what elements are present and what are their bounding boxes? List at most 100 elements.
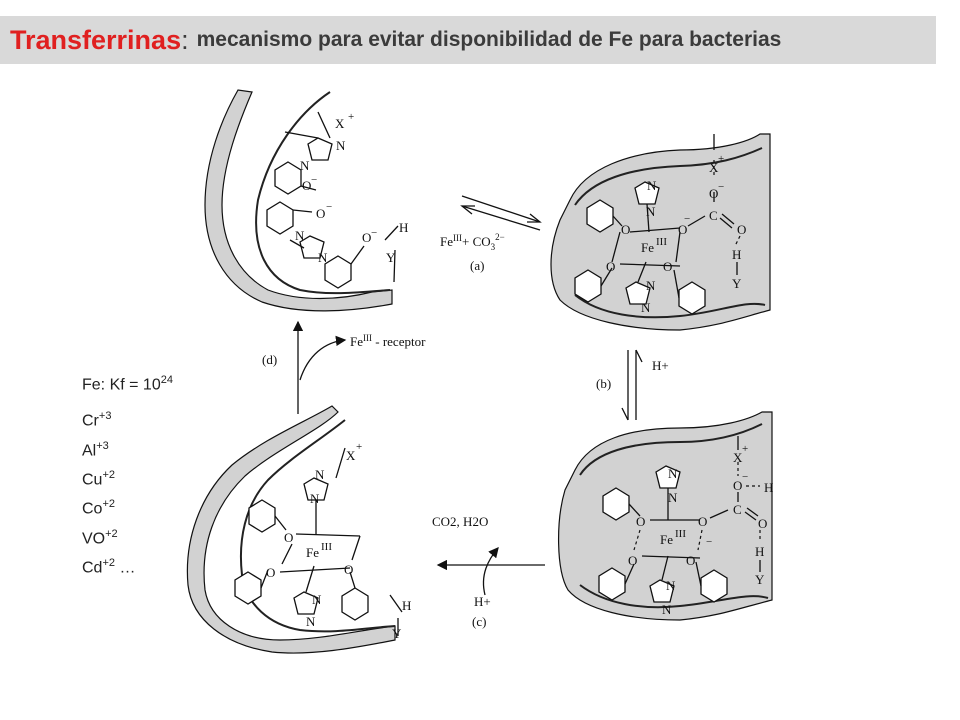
atom-o: O	[621, 222, 630, 237]
reagent-proton: H+	[652, 358, 669, 373]
reaction-c: CO2, H2O H+ (c)	[432, 514, 545, 629]
atom-y: Y	[392, 626, 402, 641]
metal-ion-list-item: Cr+3	[82, 410, 112, 430]
atom-x: X	[335, 116, 345, 131]
atom-y: Y	[755, 572, 765, 587]
atom-n: N	[336, 138, 346, 153]
atom-o: O	[316, 206, 325, 221]
minus-charge: −	[742, 471, 748, 483]
metal-ion-list-item: VO+2	[82, 527, 118, 547]
reagent-proton-c: H+	[474, 594, 491, 609]
atom-h: H	[402, 598, 411, 613]
atom-n: N	[668, 466, 678, 481]
step-label-b: (b)	[596, 376, 611, 391]
protonated-complex-panel: N N O O − Fe III O O N N X + O − H C O H…	[557, 411, 773, 621]
reaction-d: FeIII - receptor (d)	[262, 320, 426, 414]
atom-o: O	[709, 186, 718, 201]
atom-n: N	[646, 278, 656, 293]
atom-n: N	[641, 300, 651, 315]
minus-charge: −	[718, 181, 724, 193]
metal-ion-list-item: Al+3	[82, 439, 109, 459]
atom-o: O	[698, 514, 707, 529]
atom-n: N	[310, 491, 320, 506]
atom-o: O	[284, 530, 293, 545]
title-main: Transferrinas	[10, 24, 182, 55]
atom-n: N	[300, 158, 310, 173]
atom-n: N	[668, 490, 678, 505]
atom-o: O	[266, 565, 275, 580]
atom-y: Y	[732, 276, 742, 291]
curved-arrow-c	[482, 547, 499, 596]
metal-ion-list-item: Cd+2 …	[82, 556, 136, 577]
equilibrium-arrow-forward	[461, 195, 541, 223]
atom-x: X	[733, 450, 743, 465]
metal-ion-list-item: Co+2	[82, 498, 115, 518]
atom-n: N	[312, 592, 322, 607]
atom-y: Y	[386, 250, 396, 265]
atom-o: O	[758, 516, 767, 531]
atom-n: N	[647, 178, 657, 193]
atom-o: O	[733, 478, 742, 493]
curved-arrow-d	[299, 335, 347, 381]
step-label-c: (c)	[472, 614, 486, 629]
atom-o: O	[737, 222, 746, 237]
atom-h: H	[764, 480, 773, 495]
protein-pocket-apo	[204, 89, 393, 312]
metal-ion-list-item: Cu+2	[82, 468, 115, 489]
plus-charge: +	[356, 441, 362, 453]
fe-center: Fe	[660, 532, 673, 547]
oxidation-state: III	[675, 528, 686, 540]
atom-h: H	[732, 247, 741, 262]
title-colon: :	[181, 24, 189, 55]
minus-charge: −	[684, 213, 690, 225]
product-fe-receptor: FeIII - receptor	[350, 333, 426, 349]
reagent-fe-carbonate: FeIII+ CO32−	[440, 232, 505, 252]
reaction-a: FeIII+ CO32− (a)	[440, 195, 542, 273]
oxidation-state: III	[321, 541, 332, 553]
reaction-b: H+ (b)	[596, 349, 669, 421]
atom-o: O	[344, 562, 353, 577]
protein-pocket-release	[186, 405, 396, 654]
fe-center: Fe	[641, 240, 654, 255]
atom-h: H	[755, 544, 764, 559]
atom-o: O	[663, 259, 672, 274]
binding-site-ligands-holo	[574, 134, 741, 315]
release-complex-panel: X + N N O Fe III O O N N H Y	[186, 405, 411, 654]
holo-transferrin-panel: N N O O − Fe III O O N N X + O − C O H Y	[550, 133, 771, 331]
minus-charge: −	[326, 201, 332, 213]
atom-o: O	[362, 230, 371, 245]
plus-charge: +	[348, 111, 354, 123]
binding-site-ligands-apo	[266, 111, 399, 289]
atom-x: X	[346, 448, 356, 463]
atom-n: N	[662, 602, 672, 617]
atom-o: O	[628, 553, 637, 568]
atom-n: N	[318, 250, 328, 265]
atom-o: O	[606, 259, 615, 274]
title-subtitle: mecanismo para evitar disponibilidad de …	[196, 28, 782, 51]
atom-o: O	[686, 553, 695, 568]
atom-c: C	[709, 208, 718, 223]
binding-site-ligands-protonated	[598, 436, 761, 603]
protein-pocket-holo	[550, 133, 771, 331]
products-co2-h2o: CO2, H2O	[432, 514, 488, 529]
plus-charge: +	[718, 153, 724, 165]
fe-center: Fe	[306, 545, 319, 560]
minus-charge: −	[706, 536, 712, 548]
atom-o: O	[636, 514, 645, 529]
minus-charge: −	[311, 174, 317, 186]
atom-x: X	[709, 160, 719, 175]
minus-charge: −	[371, 227, 377, 239]
atom-n: N	[315, 467, 325, 482]
stability-info: Fe: Kf = 1024 Cr+3 Al+3 Cu+2 Co+2 VO+2 C…	[82, 374, 173, 586]
equilibrium-arrow-back	[461, 205, 541, 231]
atom-h: H	[399, 220, 408, 235]
atom-n: N	[306, 614, 316, 629]
plus-charge: +	[742, 443, 748, 455]
apo-transferrin-panel: X + N N O − O − N N O − H Y	[204, 89, 408, 312]
atom-o: O	[302, 178, 311, 193]
atom-n: N	[295, 228, 305, 243]
step-label-a: (a)	[470, 258, 484, 273]
title-bar: Transferrinas : mecanismo para evitar di…	[0, 16, 936, 64]
atom-n: N	[646, 204, 656, 219]
